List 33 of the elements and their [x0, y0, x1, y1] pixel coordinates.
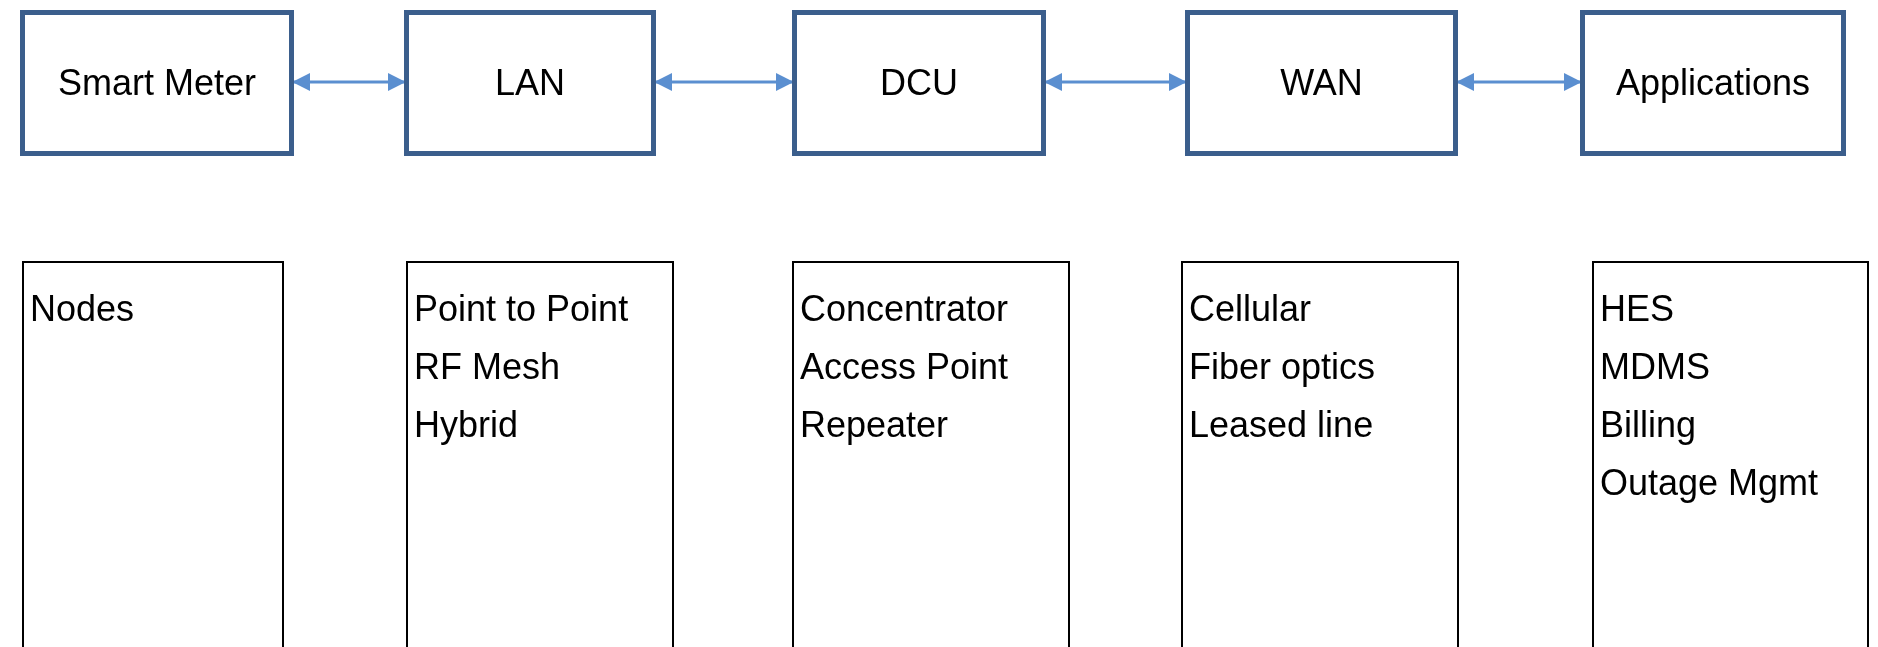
list-item: Cellular [1189, 287, 1313, 331]
list-box [406, 261, 674, 647]
list-item: Repeater [800, 403, 950, 447]
list-item: RF Mesh [414, 345, 562, 389]
double-arrow [654, 73, 794, 91]
list-box [1181, 261, 1459, 647]
list-box [22, 261, 284, 647]
process-box [20, 10, 294, 156]
box-label: Applications [1615, 62, 1811, 104]
process-box [1580, 10, 1846, 156]
process-box [404, 10, 656, 156]
list-item: Nodes [30, 287, 136, 331]
double-arrow [1456, 73, 1582, 91]
list-item: Concentrator [800, 287, 1010, 331]
list-item: Hybrid [414, 403, 520, 447]
list-box [792, 261, 1070, 647]
double-arrow [292, 73, 406, 91]
box-label: Smart Meter [57, 62, 256, 104]
box-label: LAN [495, 62, 565, 104]
process-box [1185, 10, 1458, 156]
box-label: DCU [880, 62, 958, 104]
list-item: HES [1600, 287, 1676, 331]
list-item: Leased line [1189, 403, 1375, 447]
double-arrow [1044, 73, 1187, 91]
list-item: MDMS [1600, 345, 1711, 389]
list-item: Fiber optics [1189, 345, 1377, 389]
list-item: Outage Mgmt [1600, 461, 1820, 505]
list-item: Billing [1600, 403, 1698, 447]
list-item: Access Point [800, 345, 1010, 389]
box-label: WAN [1280, 62, 1363, 104]
list-box [1592, 261, 1869, 647]
list-item: Point to Point [414, 287, 630, 331]
process-box [792, 10, 1046, 156]
